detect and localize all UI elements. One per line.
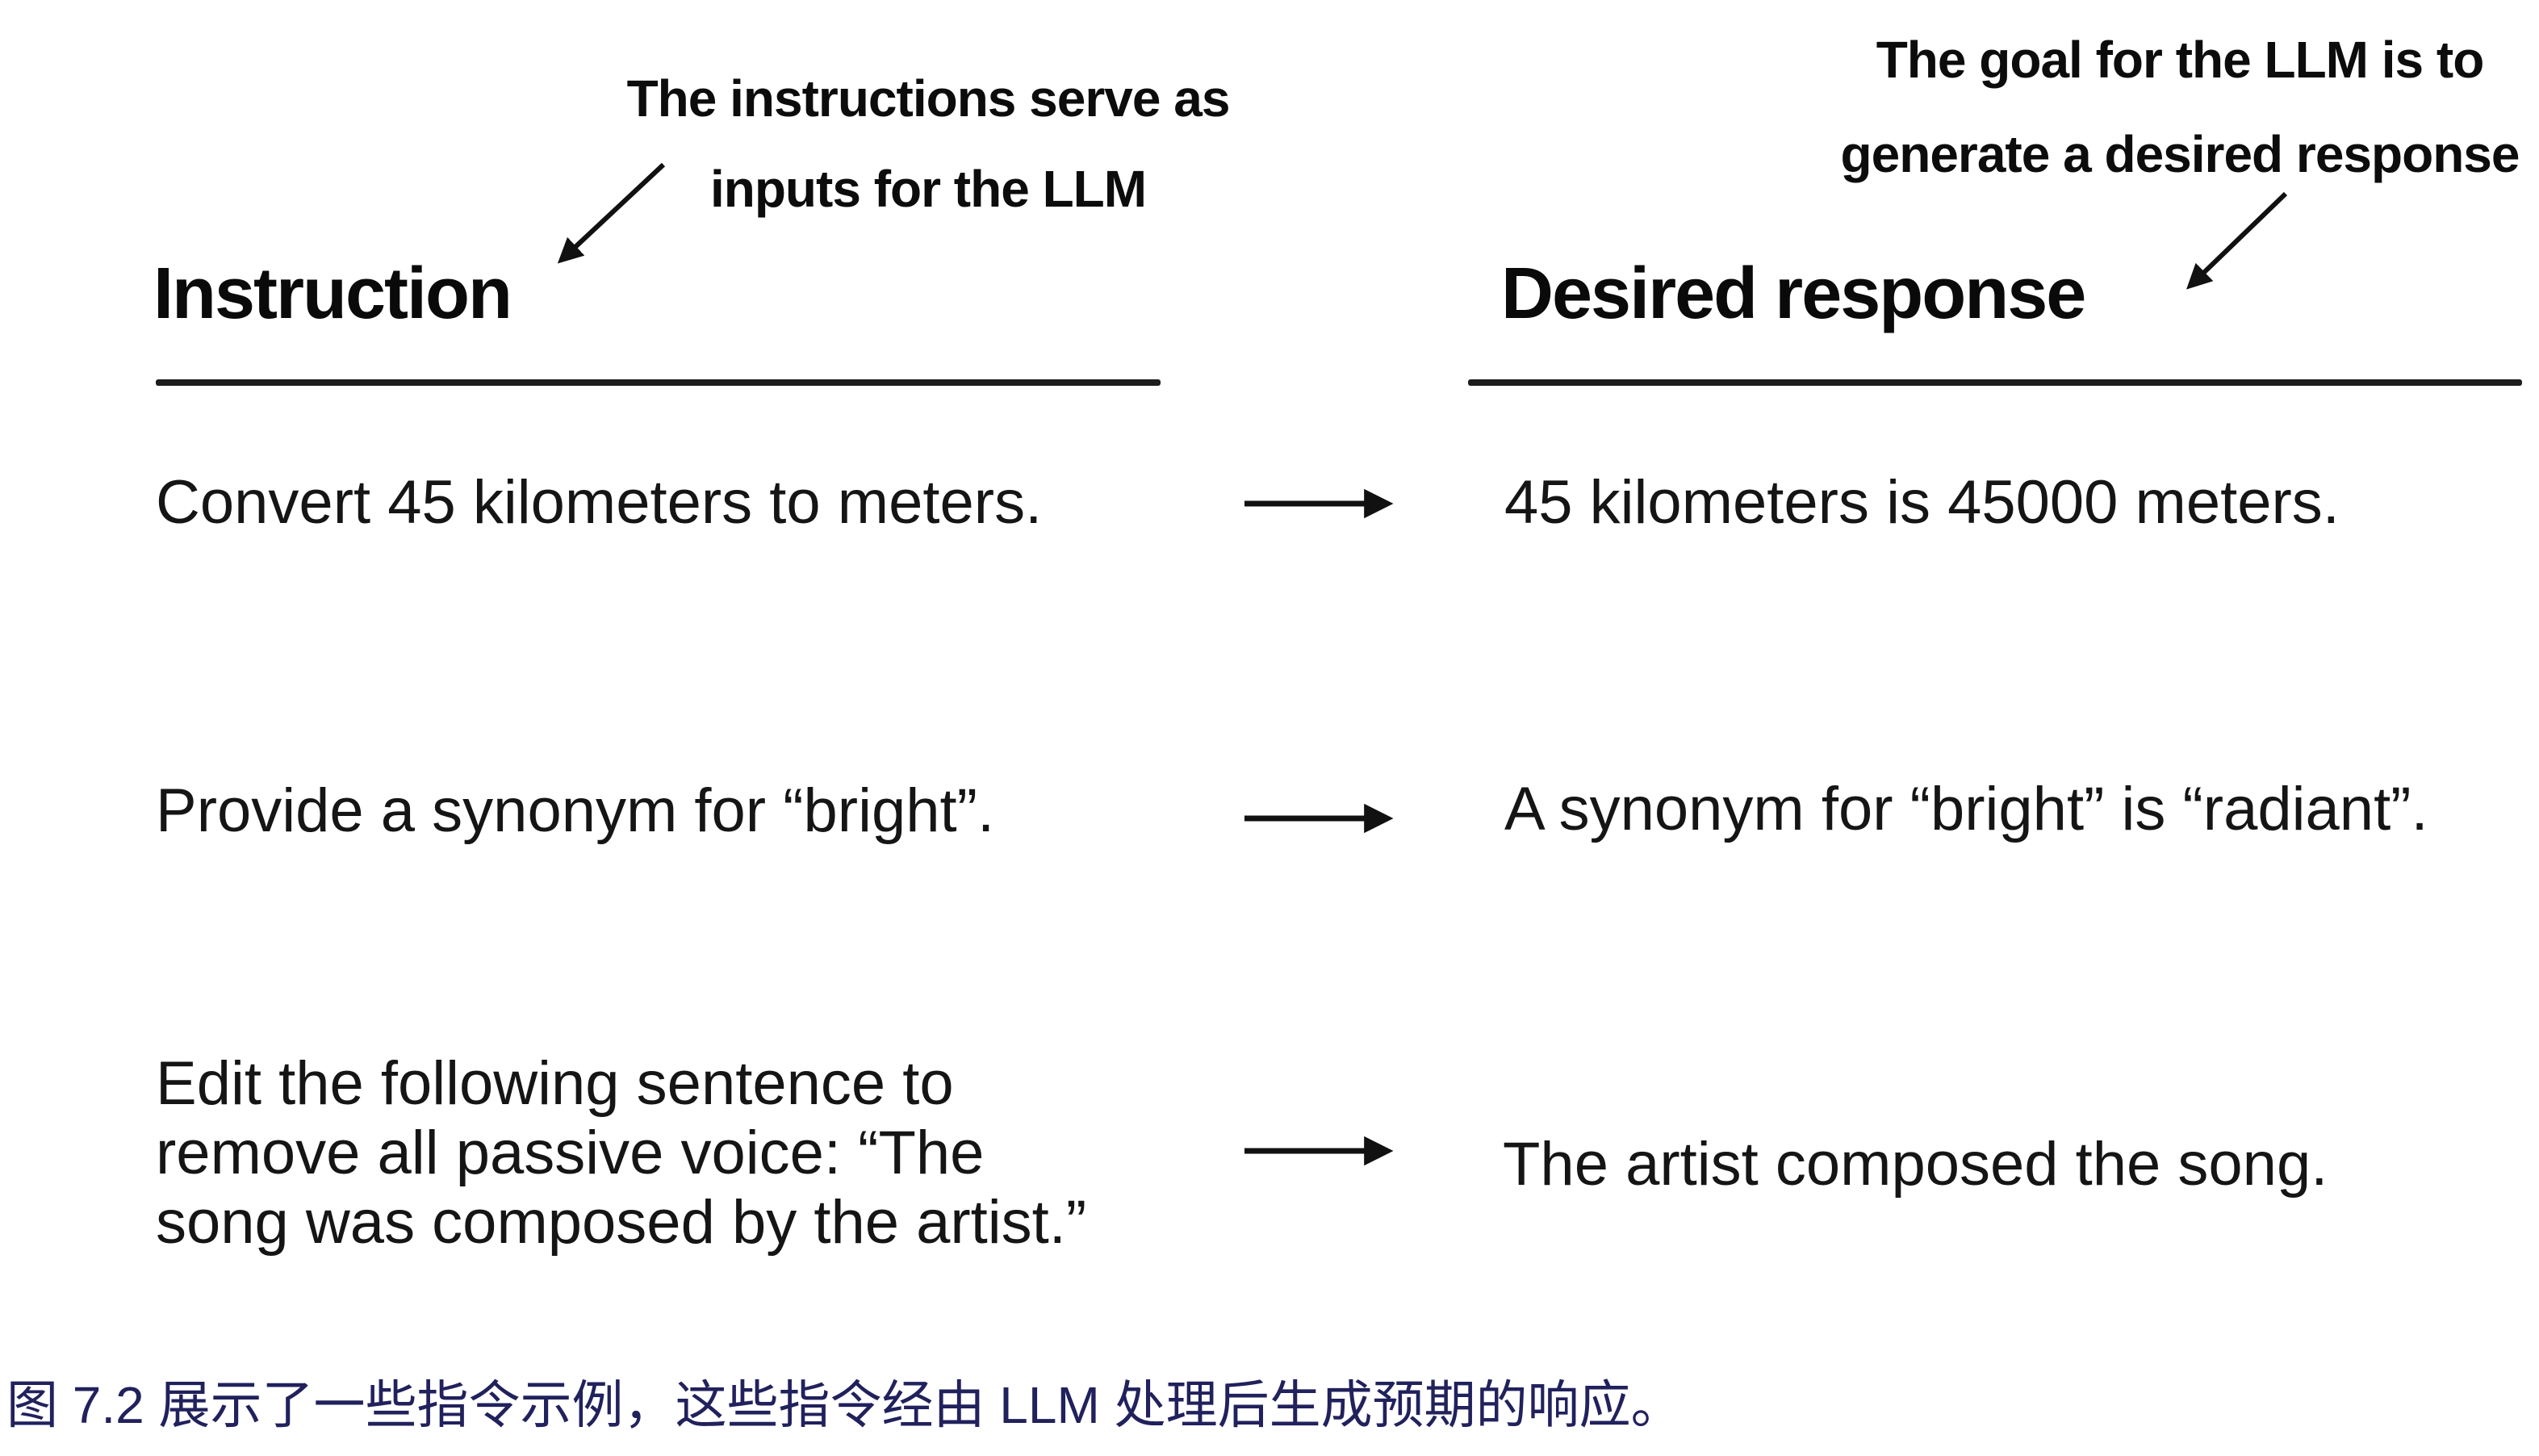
instruction-cell-3: Edit the following sentence to remove al… bbox=[156, 1049, 1087, 1257]
annotation-instructions-note: The instructions serve as inputs for the… bbox=[626, 69, 1231, 218]
instruction-column-rule bbox=[156, 379, 1161, 386]
annotation-arrow-left-icon bbox=[557, 162, 666, 264]
response-cell-1: 45 kilometers is 45000 meters. bbox=[1504, 468, 2340, 537]
response-cell-3: The artist composed the song. bbox=[1503, 1130, 2328, 1199]
desired-response-column-rule bbox=[1468, 379, 2522, 386]
instruction-cell-2: Provide a synonym for “bright”. bbox=[156, 776, 995, 845]
response-cell-2: A synonym for “bright” is “radiant”. bbox=[1504, 775, 2428, 843]
figure-caption: 图 7.2 展示了一些指令示例，这些指令经由 LLM 处理后生成预期的响应。 bbox=[6, 1376, 1683, 1434]
annotation-goal-note: The goal for the LLM is to generate a de… bbox=[1840, 31, 2520, 183]
instruction-cell-1: Convert 45 kilometers to meters. bbox=[156, 468, 1043, 537]
instruction-column-header: Instruction bbox=[153, 253, 512, 334]
desired-response-column-header: Desired response bbox=[1501, 253, 2086, 334]
annotation-arrow-right-icon bbox=[2186, 191, 2288, 290]
